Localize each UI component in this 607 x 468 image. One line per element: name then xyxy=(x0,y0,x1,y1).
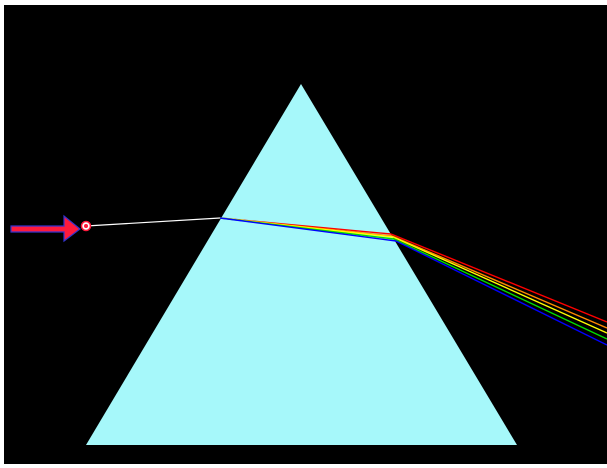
simulation-canvas[interactable] xyxy=(4,5,607,464)
simulation-svg xyxy=(4,5,607,464)
source-handle-center xyxy=(84,224,88,228)
